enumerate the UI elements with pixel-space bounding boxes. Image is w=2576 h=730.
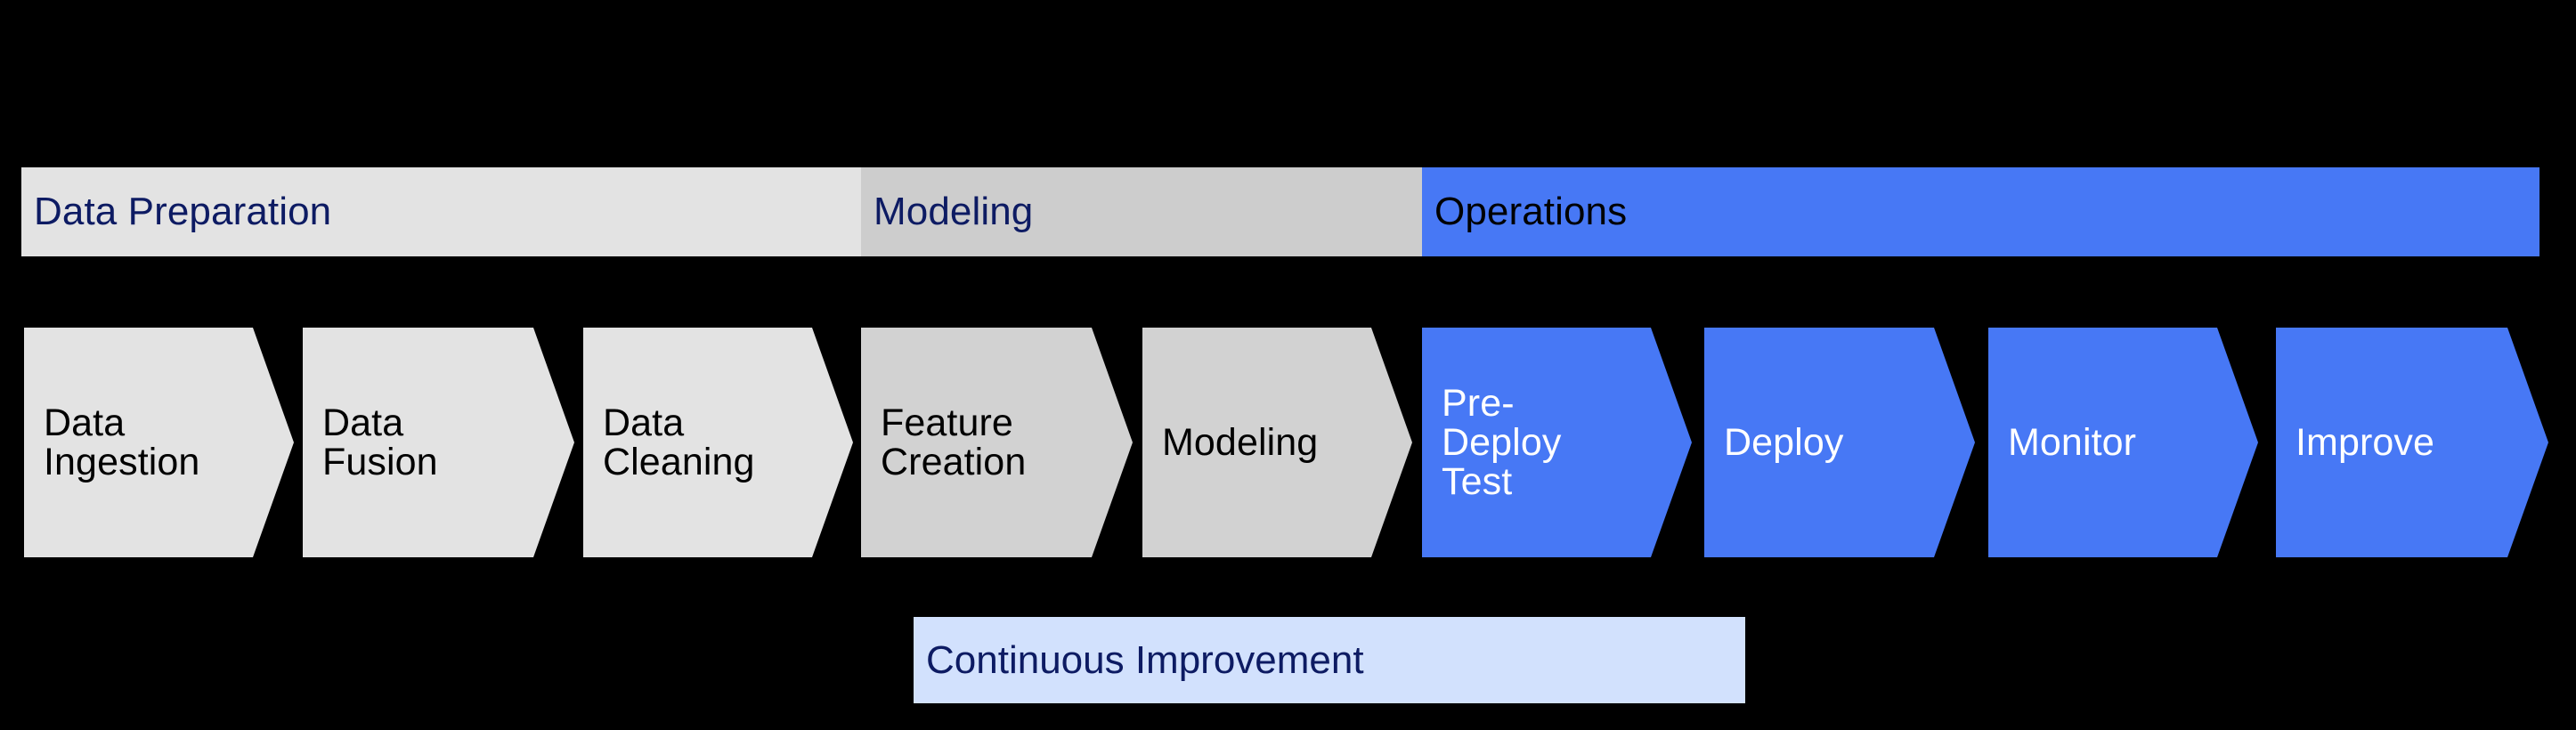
phase-band-label-operations: Operations	[1434, 190, 1628, 233]
stage-chevron-monitor[interactable]: Monitor	[1988, 328, 2258, 557]
stage-chevron-feature-creation[interactable]: Feature Creation	[861, 328, 1133, 557]
stage-chevron-data-fusion[interactable]: Data Fusion	[303, 328, 574, 557]
stage-chevron-deploy[interactable]: Deploy	[1704, 328, 1975, 557]
stage-chevron-improve[interactable]: Improve	[2276, 328, 2548, 557]
stage-label-data-ingestion: Data Ingestion	[44, 401, 200, 483]
phase-band-operations[interactable]: Operations	[1422, 167, 2539, 256]
stage-label-pre-deploy-test: Pre- Deploy Test	[1442, 381, 1562, 504]
phase-band-label-modeling: Modeling	[874, 190, 1034, 233]
continuous-improvement-callout[interactable]: Continuous Improvement	[914, 617, 1745, 703]
continuous-improvement-label: Continuous Improvement	[926, 637, 1364, 682]
stage-chevron-data-ingestion[interactable]: Data Ingestion	[24, 328, 294, 557]
stage-label-feature-creation: Feature Creation	[881, 401, 1027, 483]
stage-label-modeling: Modeling	[1162, 420, 1319, 464]
stage-label-data-fusion: Data Fusion	[322, 401, 438, 483]
stage-label-monitor: Monitor	[2008, 420, 2137, 464]
stage-label-improve: Improve	[2296, 420, 2435, 464]
phase-band-label-data-preparation: Data Preparation	[34, 190, 332, 233]
stage-chevron-modeling[interactable]: Modeling	[1142, 328, 1412, 557]
stage-label-data-cleaning: Data Cleaning	[603, 401, 755, 483]
stage-chevron-data-cleaning[interactable]: Data Cleaning	[583, 328, 853, 557]
phase-band-data-preparation[interactable]: Data Preparation	[21, 167, 861, 256]
phase-band-modeling[interactable]: Modeling	[861, 167, 1422, 256]
pipeline-stage-row: Data Ingestion Data Fusion Data Cleaning…	[0, 328, 2576, 557]
stage-chevron-pre-deploy-test[interactable]: Pre- Deploy Test	[1422, 328, 1692, 557]
phase-band-row: Data Preparation Modeling Operations	[0, 167, 2576, 256]
stage-label-deploy: Deploy	[1724, 420, 1844, 464]
